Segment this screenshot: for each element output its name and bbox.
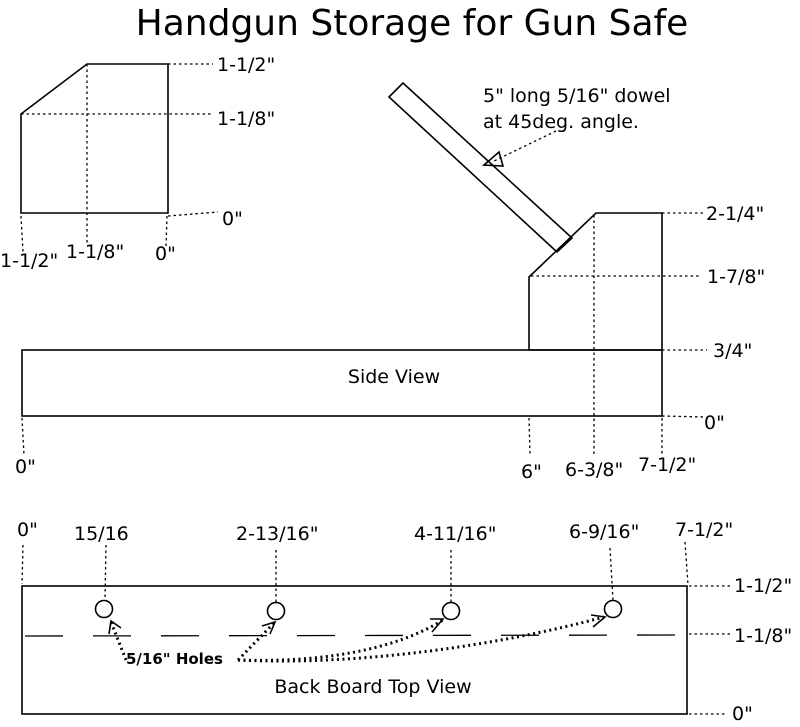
side-view-label: Side View <box>348 366 440 388</box>
side-view-chamfer-dim: 1-7/8" <box>707 266 765 288</box>
hole-arrow-3 <box>237 618 444 662</box>
board-712-leader <box>684 541 689 586</box>
end-profile-bottom-right-dim: 0" <box>155 243 176 265</box>
side-view-6-dim: 6" <box>521 461 542 483</box>
end-profile-base-dim: 0" <box>222 208 243 230</box>
side-view-638-dim: 6-3/8" <box>565 459 623 481</box>
hole-arrow-4 <box>237 615 605 663</box>
board-712-dim: 7-1/2" <box>675 519 733 541</box>
board-right-mid-dim: 1-1/8" <box>734 625 792 647</box>
side-view-left-dim: 0" <box>15 456 36 478</box>
side-view: Side View 2-1/4" 1-7/8" 3/4" 0" 0" 6" 6-… <box>15 203 765 483</box>
side-view-6-leader <box>528 417 531 456</box>
side-view-board <box>21 349 663 417</box>
holes-label: 5/16" Holes <box>126 650 223 668</box>
end-profile-bottom-mid-dim: 1-1/8" <box>66 241 124 263</box>
dowel-note-line-1: 5" long 5/16" dowel <box>483 85 671 107</box>
dowel-note-leader <box>491 130 557 163</box>
board-right-top-dim: 1-1/2" <box>734 575 792 597</box>
dowel-shape <box>387 81 574 254</box>
side-view-top-dim: 2-1/4" <box>706 203 764 225</box>
end-profile: 1-1/2" 1-1/8" 0" 1-1/2" 1-1/8" 0" <box>0 54 275 272</box>
end-profile-right-leader <box>165 215 168 247</box>
board-right-bottom-dim: 0" <box>732 703 753 725</box>
end-profile-bottom-left-dim: 1-1/2" <box>0 250 58 272</box>
back-board-label: Back Board Top View <box>274 676 471 698</box>
end-profile-outline <box>20 63 169 214</box>
end-profile-left-leader <box>20 215 24 253</box>
board-1516-leader <box>104 544 107 601</box>
board-1516-dim: 15/16 <box>74 523 129 545</box>
board-0-dim: 0" <box>17 519 38 541</box>
end-profile-top-dim: 1-1/2" <box>217 54 275 76</box>
back-board-outline <box>21 585 688 715</box>
hole-2 <box>266 601 286 621</box>
side-view-board-dim: 3/4" <box>713 340 752 362</box>
side-view-712-dim: 7-1/2" <box>638 454 696 476</box>
dowel-note-arrowhead <box>481 150 505 167</box>
hole-arrowhead-2 <box>261 620 277 635</box>
side-view-left-leader <box>21 417 25 456</box>
side-view-block <box>528 212 663 351</box>
end-profile-base-leader <box>167 211 219 217</box>
hole-arrowhead-3 <box>430 618 445 633</box>
end-profile-chamfer-dim: 1-1/8" <box>217 108 275 130</box>
hole-arrow-1 <box>109 621 128 661</box>
side-view-bottom-level <box>661 415 707 418</box>
board-21316-dim: 2-13/16" <box>236 523 318 545</box>
board-41116-dim: 4-11/16" <box>414 523 496 545</box>
board-6916-leader <box>609 547 614 601</box>
board-6916-dim: 6-9/16" <box>569 521 639 543</box>
side-view-bottom-dim: 0" <box>704 412 725 434</box>
dowel-note-line-2: at 45deg. angle. <box>483 111 639 133</box>
hole-1 <box>94 599 114 619</box>
diagram-title: Handgun Storage for Gun Safe <box>136 3 689 44</box>
hole-arrowhead-1 <box>108 619 122 635</box>
back-board-centerline <box>24 634 688 637</box>
dowel-group: 5" long 5/16" dowel at 45deg. angle. <box>387 81 671 254</box>
back-board: 5/16" Holes Back Board Top View 0" 15/16… <box>17 519 792 725</box>
board-0-leader <box>21 544 24 585</box>
hole-3 <box>441 601 461 621</box>
hole-arrowhead-4 <box>590 614 607 628</box>
hole-arrow-2 <box>236 621 276 662</box>
hole-4 <box>603 599 623 619</box>
